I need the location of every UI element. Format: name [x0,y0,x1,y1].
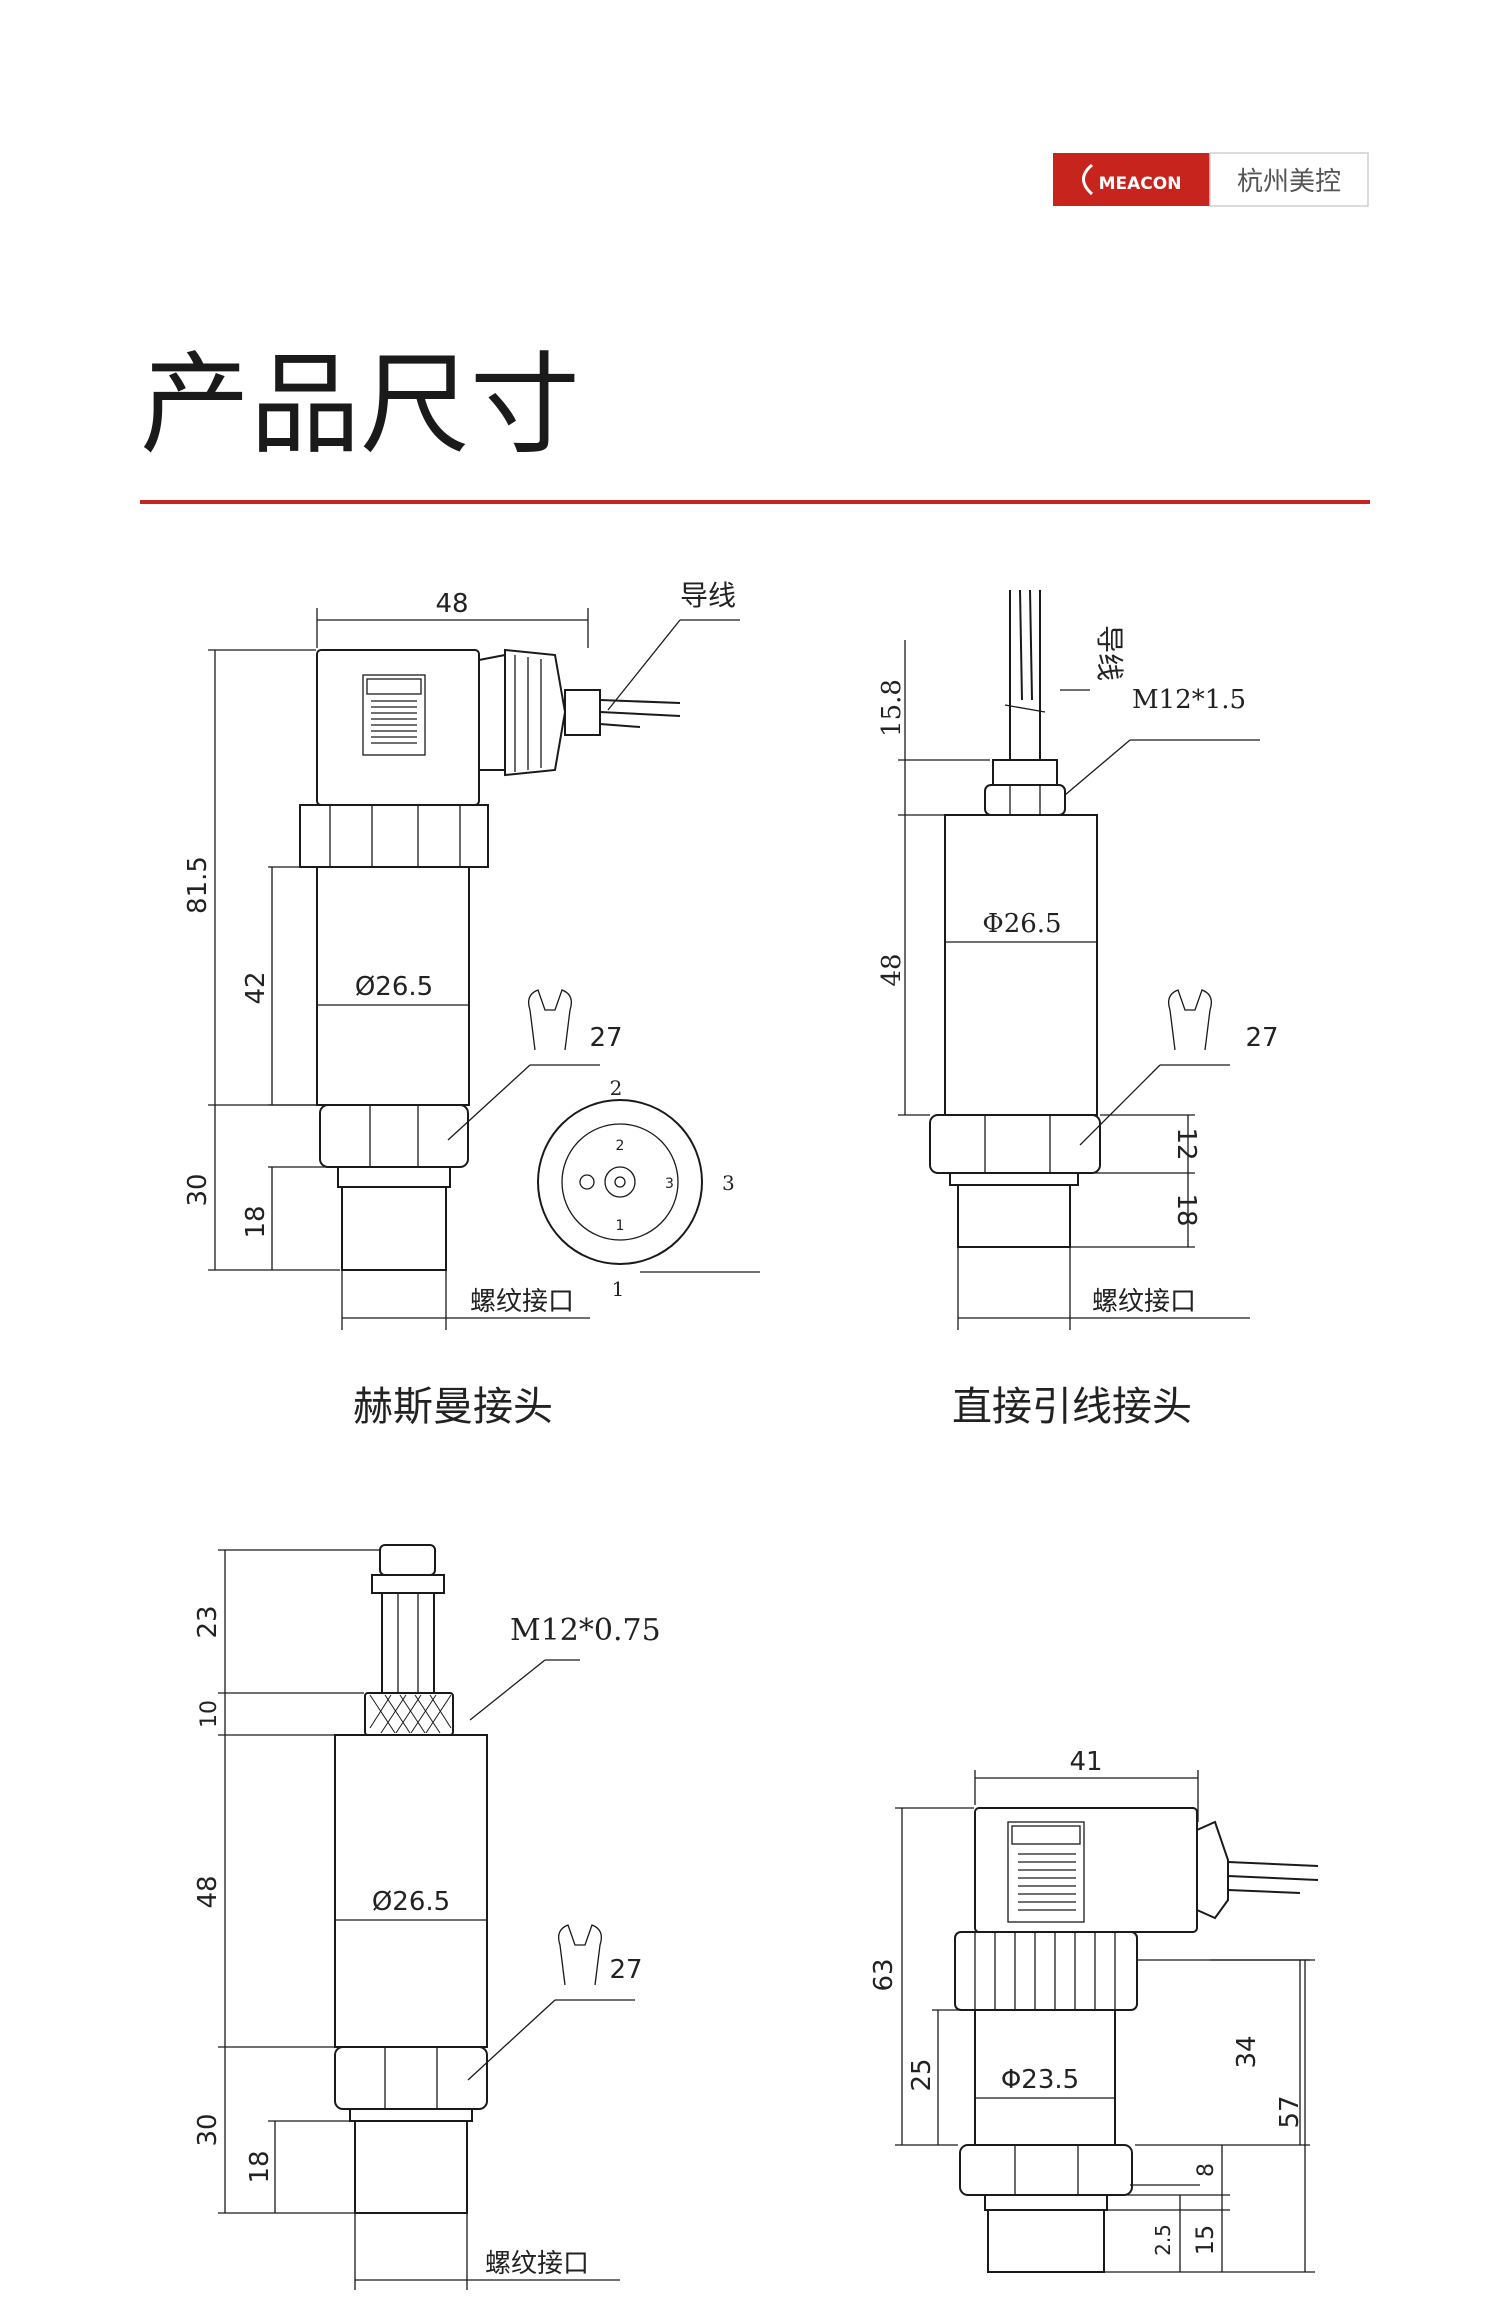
caption-hirschmann: 赫斯曼接头 [353,1384,553,1430]
dim-diameter: Ø26.5 [355,972,433,1002]
dim-body-height: 48 [193,1875,223,1908]
company-name: 杭州美控 [1237,167,1341,197]
wire-label: 导线 [1093,625,1126,681]
caption-direct-lead: 直接引线接头 [952,1384,1192,1430]
drawing-mini-hirschmann: 41 63 25 Φ23.5 34 57 8 2.5 15 [869,1747,1319,2273]
dim-thread-height: 18 [245,2150,275,2183]
wrench-icon [557,1924,603,1986]
dim-body-height: 48 [877,953,907,986]
wrench-icon [527,989,573,1051]
label-plate [1007,1821,1085,1923]
dim-lower-height: 30 [193,2113,223,2146]
dim-cable-height: 15.8 [877,679,907,737]
dim-wrench: 27 [1245,1023,1278,1053]
dim-wrench: 27 [589,1023,622,1053]
cable-thread: M12*1.5 [1132,685,1246,715]
dim-body-height: 42 [241,971,271,1004]
wrench-icon [1167,989,1213,1051]
dim-width: 41 [1069,1747,1102,1777]
dim-body-height: 25 [907,2058,937,2091]
dim-small: 2.5 [1151,2224,1175,2256]
dim-diameter: Φ23.5 [1001,2065,1079,2095]
thread-label: 螺纹接口 [1092,1287,1196,1317]
dim-hex-height: 8 [1194,2163,1219,2177]
dim-width: 48 [435,589,468,619]
pin-2: 2 [610,1076,623,1100]
logo-text: MEACON [1099,174,1182,194]
dim-diameter: Φ26.5 [982,909,1061,939]
svg-text:1: 1 [616,1218,625,1234]
pin-1: 1 [612,1277,625,1301]
dim-knurl-height: 10 [197,1700,222,1728]
dim-upper-right: 34 [1232,2035,1262,2068]
label-plate [362,674,426,756]
svg-text:3: 3 [665,1176,674,1192]
page-title: 产品尺寸 [140,341,580,469]
drawing-aviation-plug: M12*0.75 23 10 48 30 18 Ø26.5 27 螺纹接口 [193,1544,661,2290]
dim-wrench: 27 [609,1955,642,1985]
dim-thread-height: 18 [1171,1193,1201,1226]
dim-thread-height: 18 [241,1205,271,1238]
brand-logo: MEACON 杭州美控 [1053,152,1369,207]
cable-thread: M12*0.75 [510,1613,661,1648]
dim-hex-height: 12 [1171,1127,1201,1160]
pin-view: 2 3 1 2 3 1 [537,1076,760,1301]
drawing-direct-lead: 导线 M12*1.5 15.8 48 Φ26.5 27 12 18 螺纹接口 直… [877,589,1279,1430]
thread-label: 螺纹接口 [485,2249,589,2279]
dim-diameter: Ø26.5 [372,1887,450,1917]
pin-3: 3 [722,1171,735,1195]
wire-label: 导线 [680,579,736,612]
drawing-hirschmann: 48 导线 81.5 42 30 18 Ø26.5 27 螺纹接口 2 3 1 … [183,579,760,1430]
dim-connector-height: 23 [193,1605,223,1638]
dim-total-height: 63 [869,1958,899,1991]
svg-text:2: 2 [616,1138,625,1154]
dim-total-height: 81.5 [183,856,213,914]
title-divider [140,500,1370,504]
dim-thread-height: 15 [1191,2225,1219,2256]
dim-right-total: 57 [1275,2095,1305,2128]
dim-lower-height: 30 [183,1173,213,1206]
thread-label: 螺纹接口 [470,1287,574,1317]
